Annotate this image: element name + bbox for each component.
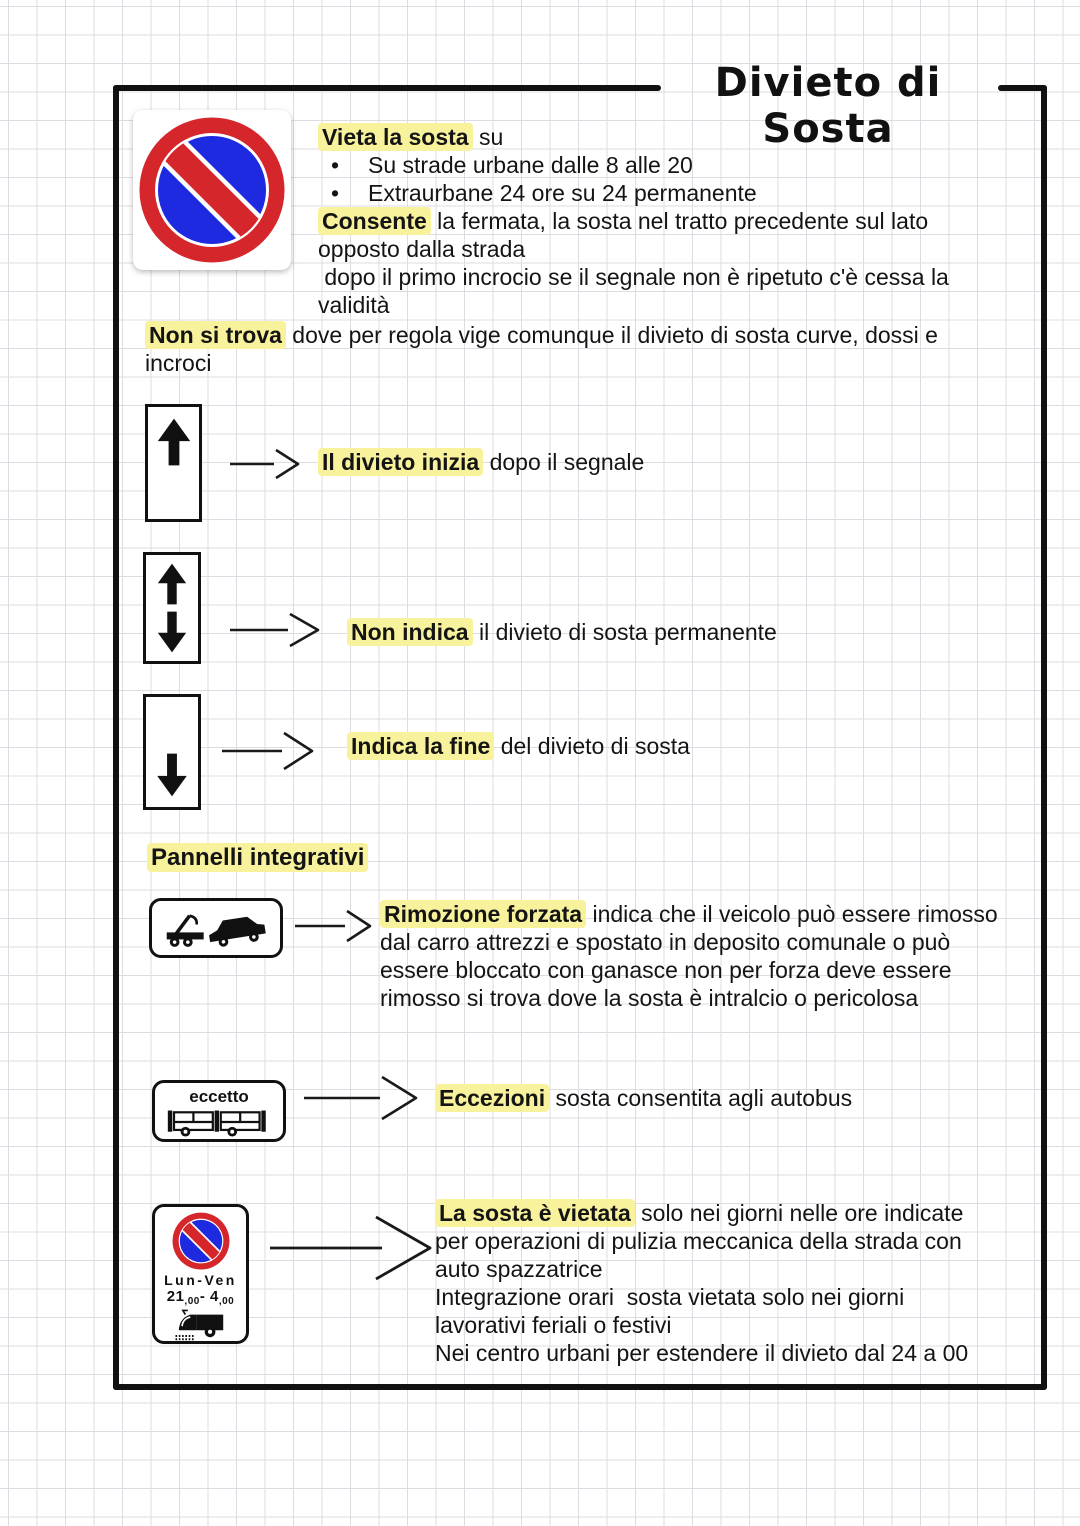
frame-top-right (998, 85, 1047, 91)
row4-rest: indica che il veicolo può essere rimosso… (380, 901, 998, 1011)
intro-bullet-2: • Extraurbane 24 ore su 24 permanente (318, 179, 973, 207)
street-sweeper-sign: Lun-Ven 21,00- 4,00 (152, 1204, 249, 1344)
connector-arrow-icon (295, 909, 372, 943)
arrow-up-icon (157, 563, 187, 605)
connector-arrow-icon (270, 1215, 432, 1281)
connector-arrow-icon (230, 448, 300, 480)
row1-rest: dopo il segnale (483, 449, 645, 475)
bullet-icon: • (331, 180, 340, 206)
eccetto-label: eccetto (189, 1087, 249, 1106)
arrow-down-icon (157, 611, 187, 653)
panel-arrow-down (143, 694, 201, 810)
connector-arrow-icon (304, 1075, 418, 1121)
row2-text: Non indica il divieto di sosta permanent… (347, 618, 947, 646)
section-heading: Pannelli integrativi (147, 843, 369, 873)
bus-icon (167, 1110, 266, 1137)
highlight-divieto-inizia: Il divieto inizia (318, 448, 484, 476)
frame-left (113, 85, 119, 1390)
page-title: Divieto di Sosta (714, 60, 942, 152)
sweeper-truck-icon (174, 1309, 223, 1341)
row6-extra2: Nei centro urbani per estendere il divie… (435, 1340, 969, 1366)
panel-arrow-up-down (143, 552, 201, 664)
nontrova-paragraph: Non si trova dove per regola vige comunq… (145, 321, 975, 377)
bullet-icon: • (331, 152, 340, 178)
no-parking-sign-icon (172, 1212, 229, 1270)
frame-right (1041, 85, 1047, 1390)
row1-text: Il divieto inizia dopo il segnale (318, 448, 918, 476)
highlight-eccezioni: Eccezioni (435, 1084, 550, 1112)
row6-rest: solo nei giorni nelle ore indicate per o… (435, 1200, 964, 1282)
highlight-nontrova: Non si trova (145, 321, 286, 349)
intro-line-consente: Consente la fermata, la sosta nel tratto… (318, 207, 973, 263)
no-parking-sign (133, 110, 291, 270)
row6-text: La sosta è vietata solo nei giorni nelle… (435, 1199, 1000, 1367)
intro-vieta-rest: su (472, 124, 504, 150)
highlight-non-indica: Non indica (347, 618, 473, 646)
connector-arrow-icon (230, 612, 320, 648)
row5-text: Eccezioni sosta consentita agli autobus (435, 1084, 1035, 1112)
frame-top-left (113, 85, 661, 91)
hours-part: 21 (166, 1288, 185, 1306)
sign-days-label: Lun-Ven (164, 1272, 237, 1289)
bus-exception-sign: eccetto (152, 1080, 286, 1142)
bullet-text-1: Su strade urbane dalle 8 alle 20 (368, 152, 693, 178)
bullet-text-2: Extraurbane 24 ore su 24 permanente (368, 180, 757, 206)
hours-part: - 4 (199, 1288, 219, 1306)
highlight-rimozione: Rimozione forzata (380, 900, 587, 928)
no-parking-sign-icon (139, 117, 285, 263)
tow-truck-sign (149, 898, 283, 958)
row3-text: Indica la fine del divieto di sosta (347, 732, 947, 760)
intro-line-vieta: Vieta la sosta su (318, 123, 973, 151)
connector-arrow-icon (222, 731, 314, 771)
arrow-up-icon (157, 418, 190, 466)
hours-part-small: ,00 (184, 1296, 200, 1308)
row2-rest: il divieto di sosta permanente (472, 619, 777, 645)
nontrova-rest: dove per regola vige comunque il divieto… (145, 322, 938, 376)
intro-paragraph: Vieta la sosta su • Su strade urbane dall… (318, 123, 973, 319)
highlight-consente: Consente (318, 207, 431, 235)
row3-rest: del divieto di sosta (494, 733, 690, 759)
intro-line-incrocio: dopo il primo incrocio se il segnale non… (318, 264, 956, 318)
highlight-vieta: Vieta la sosta (318, 123, 473, 151)
tow-truck-icon (166, 914, 266, 947)
highlight-pannelli: Pannelli integrativi (147, 843, 369, 872)
sign-hours-label: 21,00- 4,00 (167, 1288, 235, 1307)
hours-part-small: ,00 (218, 1296, 235, 1308)
intro-bullet-1: • Su strade urbane dalle 8 alle 20 (318, 151, 973, 179)
row6-extra1: Integrazione orari sosta vietata solo ne… (435, 1284, 911, 1338)
row4-text: Rimozione forzata indica che il veicolo … (380, 900, 1000, 1012)
highlight-sosta-vietata: La sosta è vietata (435, 1199, 635, 1227)
arrow-down-icon (157, 753, 187, 797)
row5-rest: sosta consentita agli autobus (549, 1085, 853, 1111)
highlight-indica-fine: Indica la fine (347, 732, 495, 760)
panel-arrow-up (145, 404, 202, 522)
frame-bottom (113, 1384, 1047, 1390)
intro-consente-rest: la fermata, la sosta nel tratto preceden… (318, 208, 929, 262)
row6-main: La sosta è vietata solo nei giorni nelle… (435, 1199, 1000, 1283)
